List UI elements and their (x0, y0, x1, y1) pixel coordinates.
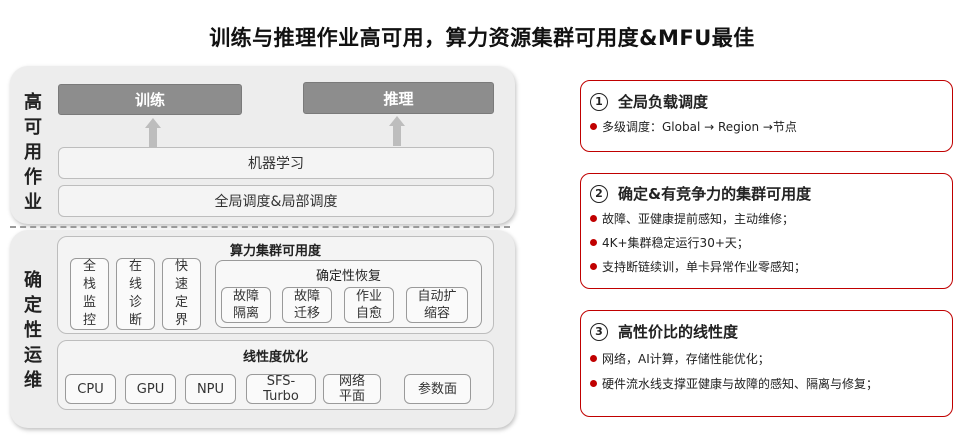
deterministic-recovery-title: 确定性恢复 (315, 269, 381, 284)
parameter-plane-chip: 参数面 (404, 374, 471, 404)
bullet-item: 4K+集群稳定运行30+天； (590, 234, 749, 251)
linearity-title: 线性度优化 (242, 350, 308, 365)
job-self-healing-box: 作业 自愈 (344, 287, 394, 323)
card-cluster-availability-title: 2 确定&有竞争力的集群可用度 (590, 183, 811, 204)
bullet-item: 硬件流水线支撑亚健康与故障的感知、隔离与修复； (590, 375, 878, 392)
bullet-dot-icon (590, 239, 597, 246)
sfs-turbo-chip: SFS- Turbo (246, 374, 316, 404)
bullet-dot-icon (590, 215, 597, 222)
card-linearity-title: 3 高性价比的线性度 (590, 321, 738, 342)
card-global-scheduling-title: 1 全局负载调度 (590, 91, 708, 112)
machine-learning-bar: 机器学习 (58, 147, 494, 179)
up-arrow-icon (145, 118, 161, 148)
network-plane-chip: 网络 平面 (323, 374, 381, 404)
npu-chip: NPU (185, 374, 236, 404)
bullet-item: 多级调度：Global → Region →节点 (590, 118, 797, 135)
bullet-dot-icon (590, 263, 597, 270)
fault-isolation-box: 故障 隔离 (221, 287, 271, 323)
training-box: 训练 (58, 84, 242, 115)
cpu-chip: CPU (65, 374, 116, 404)
bullet-item: 故障、亚健康提前感知，主动维修； (590, 210, 794, 227)
bullet-item: 支持断链续训，单卡异常作业零感知； (590, 258, 806, 275)
fault-migration-box: 故障 迁移 (282, 287, 332, 323)
number-2-icon: 2 (590, 184, 608, 203)
online-diagnosis-box: 在 线 诊 断 (116, 258, 155, 330)
card-linearity (580, 310, 953, 417)
fast-isolation-box: 快 速 定 界 (162, 258, 201, 330)
number-1-icon: 1 (590, 92, 608, 111)
card-global-scheduling (580, 80, 953, 152)
auto-scaling-box: 自动扩 缩容 (406, 287, 468, 323)
full-stack-monitoring-box: 全 栈 监 控 (70, 258, 109, 330)
gpu-chip: GPU (125, 374, 176, 404)
number-3-icon: 3 (590, 322, 608, 341)
page-title: 训练与推理作业高可用，算力资源集群可用度&MFU最佳 (209, 26, 755, 50)
card-cluster-availability (580, 173, 953, 289)
up-arrow-icon (389, 116, 405, 146)
bullet-dot-icon (590, 123, 597, 130)
deterministic-ops-label: 确 定 性 运 维 (24, 270, 42, 391)
bullet-dot-icon (590, 380, 597, 387)
cluster-availability-title: 算力集群可用度 (229, 244, 321, 259)
high-availability-label: 高 可 用 作 业 (24, 92, 42, 213)
bullet-item: 网络，AI计算，存储性能优化； (590, 350, 770, 367)
section-divider (10, 226, 510, 228)
bullet-dot-icon (590, 355, 597, 362)
inference-box: 推理 (303, 82, 494, 114)
scheduling-bar: 全局调度&局部调度 (58, 185, 494, 217)
